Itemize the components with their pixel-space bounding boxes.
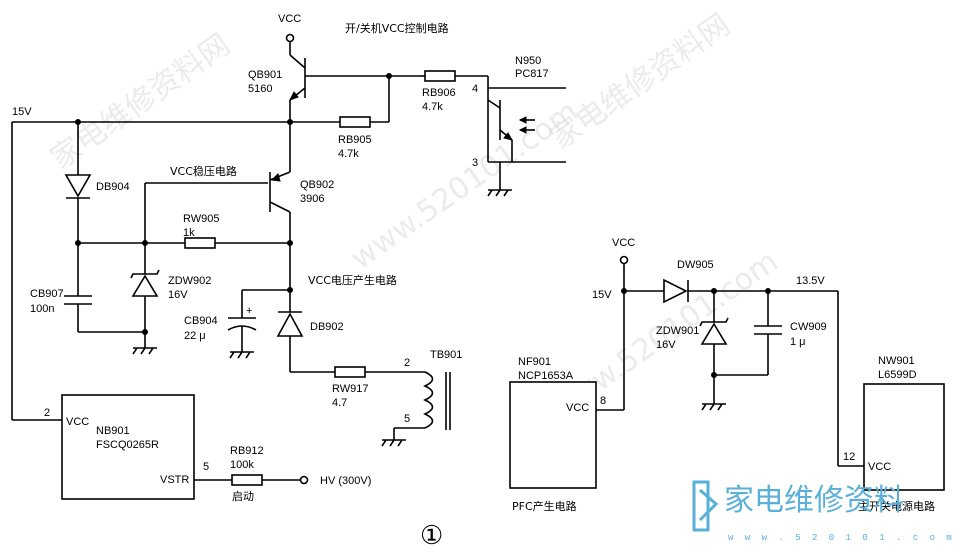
rb912-ref: RB912	[230, 445, 264, 457]
nw901-ic	[863, 383, 945, 491]
qb902-transistor	[269, 171, 291, 243]
v15-right-label: 15V	[592, 289, 612, 301]
rb906-resistor	[424, 70, 456, 82]
tb901-pin2: 2	[404, 357, 410, 369]
qb901-ref: QB901	[248, 69, 282, 81]
nb901-pin5: 5	[203, 461, 209, 473]
nw901-value: L6599D	[878, 369, 917, 381]
nf901-ref: NF901	[518, 356, 551, 368]
logo-text: 家电维修资料	[724, 483, 904, 518]
rb905-value: 4.7k	[338, 148, 359, 160]
watermark-text-1: 家电维修资料网	[45, 27, 237, 176]
n950-value: PC817	[515, 68, 549, 80]
zdw902-ref: ZDW902	[168, 275, 211, 287]
nb901-value: FSCQ0265R	[96, 439, 159, 451]
v13-5-label: 13.5V	[796, 275, 825, 287]
hv-terminal	[299, 475, 309, 485]
ground-zdw902	[132, 347, 157, 355]
rb905-resistor	[339, 116, 371, 128]
dw905-diode	[663, 278, 688, 304]
ground-zdw901	[701, 403, 726, 411]
logo-mark-icon	[692, 480, 719, 532]
logo-url: w w w . 5 2 0 1 0 1 . c o m	[728, 533, 955, 543]
figure-number: ①	[420, 521, 443, 551]
cb907-ref: CB907	[30, 288, 64, 300]
ground-cb904	[229, 351, 254, 359]
qb901-value: 5160	[248, 83, 272, 95]
rw917-resistor	[334, 366, 366, 378]
rb912-note: 启动	[232, 490, 254, 503]
n950-pin3: 3	[472, 157, 478, 169]
title-vcc-generation: VCC电压产生电路	[308, 273, 397, 287]
db902-ref: DB902	[310, 321, 344, 333]
site-logo: 家电维修资料 w w w . 5 2 0 1 0 1 . c o m	[692, 480, 955, 543]
title-power-switch: 开/关机VCC控制电路	[345, 21, 449, 35]
cb904-ref: CB904	[184, 315, 218, 327]
zdw901-ref: ZDW901	[656, 325, 699, 337]
n950-optocoupler	[487, 76, 566, 197]
nw901-ref: NW901	[878, 355, 915, 367]
db904-diode	[64, 174, 92, 198]
rb905-ref: RB905	[338, 134, 372, 146]
nf901-pin8: 8	[600, 395, 606, 407]
nf901-ic	[509, 381, 597, 489]
cw909-ref: CW909	[790, 321, 827, 333]
nb901-vcc-pin: VCC	[66, 416, 89, 428]
v15-left-label: 15V	[12, 106, 32, 118]
watermark-text-2: 家电维修资料网	[545, 7, 737, 156]
nb901-ref: NB901	[96, 425, 130, 437]
nb901-vstr-pin: VSTR	[160, 474, 189, 486]
rw917-value: 4.7	[332, 397, 347, 409]
hv-label: HV (300V)	[320, 475, 371, 487]
n950-pin4: 4	[472, 83, 478, 95]
nb901-ic	[61, 394, 195, 500]
zdw902-zener	[131, 274, 159, 297]
cb904-value: 22 μ	[184, 330, 206, 342]
vcc-right-terminal	[619, 255, 629, 265]
nf901-value: NCP1653A	[518, 370, 574, 382]
cb904-plus: +	[246, 305, 252, 317]
tb901-ref: TB901	[430, 349, 462, 361]
rw905-value: 1k	[183, 227, 195, 239]
vcc-right-label: VCC	[612, 237, 635, 249]
rw917-ref: RW917	[332, 383, 368, 395]
rb906-ref: RB906	[422, 87, 456, 99]
cw909-value: 1 μ	[790, 336, 806, 348]
qb902-ref: QB902	[300, 179, 334, 191]
background-watermark: 家电维修资料网 家电维修资料网 www.520101.com www.52010…	[45, 7, 785, 426]
vcc-top-terminal	[285, 33, 295, 43]
qb901-transistor	[288, 54, 420, 101]
dw905-ref: DW905	[677, 259, 714, 271]
db902-diode	[276, 312, 304, 337]
nb901-pin2: 2	[44, 407, 50, 419]
rw905-ref: RW905	[183, 213, 219, 225]
title-main-switch: 主开关电源电路	[858, 499, 935, 513]
cb907-value: 100n	[30, 303, 54, 315]
zdw902-value: 16V	[168, 289, 188, 301]
title-vcc-regulator: VCC稳压电路	[170, 164, 237, 178]
rb912-resistor	[231, 474, 263, 486]
n950-ref: N950	[515, 55, 541, 67]
qb902-value: 3906	[300, 193, 324, 205]
nf901-vcc-pin: VCC	[566, 402, 589, 414]
tb901-pin5: 5	[404, 413, 410, 425]
tb901-winding	[381, 371, 451, 447]
vcc-top-label: VCC	[278, 13, 301, 25]
nw901-pin12: 12	[843, 451, 855, 463]
db904-ref: DB904	[96, 181, 130, 193]
zdw901-value: 16V	[656, 339, 676, 351]
rw905-resistor	[184, 237, 216, 249]
rb912-value: 100k	[230, 459, 254, 471]
rb906-value: 4.7k	[422, 101, 443, 113]
title-pfc: PFC产生电路	[512, 499, 577, 513]
nw901-vcc-pin: VCC	[868, 461, 891, 473]
